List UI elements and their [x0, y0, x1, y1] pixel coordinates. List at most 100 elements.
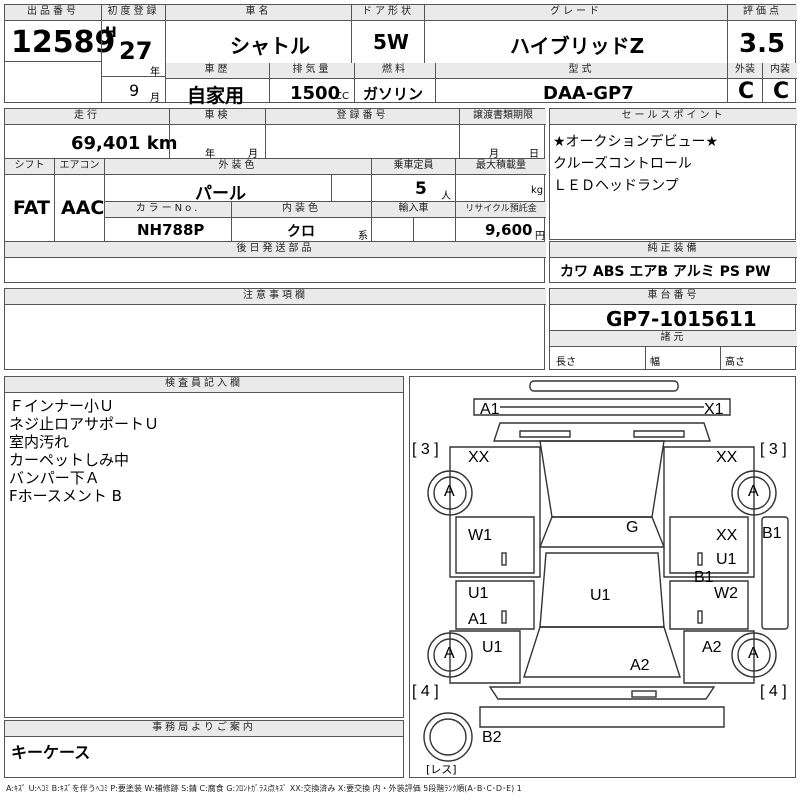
load-label: 最大積載量 [456, 159, 546, 175]
recycle-label: リサイクル預託金 [456, 202, 546, 218]
car-outline [423, 380, 789, 762]
chassis-label: 車台番号 [550, 289, 797, 305]
mark-q3-left: [ 3 ] [412, 441, 439, 458]
cc-label: 排気量 [270, 63, 354, 79]
inspection-label: 車検 [170, 109, 265, 125]
sales-line: ★オークションデビュー★ [553, 134, 719, 150]
seats-unit: 人 [441, 191, 451, 202]
seats-label: 乗車定員 [372, 159, 455, 175]
inspector-label: 検査員記入欄 [5, 377, 403, 393]
inspector-notes: 検査員記入欄 Ｆインナー小Ｕ ネジ止ロアサポートＵ 室内汚れ カーペットしみ中 … [4, 376, 404, 718]
shift: FAT [13, 197, 50, 219]
ext-color: パール [195, 184, 246, 204]
mark-a-rear-left: A [444, 645, 455, 662]
mark-q3-right: [ 3 ] [760, 441, 787, 458]
mark-xx-right-door: XX [716, 527, 738, 544]
mark-a-rear-right: A [748, 645, 759, 662]
damage-diagram: A1 X1 [ 3 ] [ 3 ] XX XX A A W1 G XX B1 U… [409, 376, 796, 778]
month-unit: 月 [150, 93, 160, 104]
chassis: 車台番号 GP7-1015611 諸元 長さ 幅 高さ [549, 288, 797, 370]
inspector-line: Ｆインナー小Ｕ [9, 397, 115, 415]
mark-a1-top: A1 [480, 401, 500, 418]
header-row: 出品番号 12589 初度登録 H 27 年 9 月 車名 シャトル ドア形状 … [4, 4, 797, 107]
mark-w1: W1 [468, 527, 492, 544]
notes-label: 注意事項欄 [5, 289, 546, 305]
reg-month: 9 [129, 81, 140, 100]
name-label: 車名 [166, 5, 351, 21]
mileage: 69,401 km [71, 133, 178, 154]
mark-b2: B2 [482, 729, 502, 746]
cc-unit: CC [335, 91, 349, 102]
inspection-month-unit: 月 [248, 149, 258, 160]
mark-w2: W2 [714, 585, 738, 602]
mark-a2-right: A2 [702, 639, 722, 656]
color-no-label: カラーNo. [105, 202, 231, 218]
int-grade: C [773, 79, 790, 104]
mark-a-front-left: A [444, 483, 455, 500]
mark-u1-right-door: U1 [716, 551, 737, 568]
transfer-day: 日 [529, 149, 539, 160]
displacement: 1500 [290, 83, 341, 104]
fuel: ガソリン [363, 85, 424, 103]
door-label: ドア形状 [352, 5, 424, 21]
sales-line: クルーズコントロール [553, 156, 692, 172]
lot-number: 12589 [11, 25, 116, 60]
office-text: キーケース [11, 743, 91, 762]
chassis-number: GP7-1015611 [606, 307, 757, 331]
mark-u1-center: U1 [590, 587, 611, 604]
recycle-unit: 円 [535, 231, 545, 242]
int-color-label: 内装色 [232, 202, 371, 218]
grade-label: グレード [425, 5, 727, 21]
transfer-month: 月 [489, 149, 499, 160]
vehicle-info: 走行 69,401 km 車検 年 月 登録番号 譲渡書類期限 月 日 シフト … [4, 108, 546, 283]
plate-label: 登録番号 [266, 109, 459, 125]
ext-grade: C [738, 79, 755, 104]
mark-x1-top: X1 [704, 401, 724, 418]
mark-xx-right: XX [716, 449, 738, 466]
ext-label: 外装 [728, 63, 762, 79]
spec-width: 幅 [650, 357, 660, 368]
mark-a1-left: A1 [468, 611, 488, 628]
spec-length: 長さ [556, 357, 576, 368]
equipment-label: 純正装備 [550, 242, 797, 258]
grade: ハイブリッドZ [510, 34, 645, 58]
inspector-line: Fホースメント B [9, 487, 122, 505]
mark-q4-left: [ 4 ] [412, 683, 439, 700]
inspector-line: バンパー下Ａ [9, 469, 100, 487]
later-parts-label: 後日発送部品 [5, 242, 546, 258]
lot-label: 出品番号 [5, 5, 101, 21]
recycle-fee: 9,600 [485, 221, 533, 239]
reg-year: 27 [119, 37, 153, 65]
transfer-label: 譲渡書類期限 [460, 109, 546, 125]
office-notice: 事務局よりご案内 キーケース [4, 720, 404, 778]
mark-b1-right: B1 [762, 525, 782, 542]
mark-a-front-right: A [748, 483, 759, 500]
inspection-year-unit: 年 [205, 149, 215, 160]
spec-label: 諸元 [550, 331, 797, 347]
office-label: 事務局よりご案内 [5, 721, 403, 737]
mark-xx-left: XX [468, 449, 490, 466]
car-name: シャトル [230, 34, 310, 58]
inspector-line: カーペットしみ中 [9, 451, 130, 469]
damage-legend: A:ｷｽﾞ U:ﾍｺﾐ B:ｷｽﾞを伴うﾍｺﾐ P:要塗装 W:補修跡 S:錆 … [6, 784, 522, 793]
equipment-items: カワ ABS エアB アルミ PS PW [560, 264, 771, 280]
mileage-label: 走行 [5, 109, 169, 125]
air-conditioner: AAC [61, 197, 105, 219]
mark-q4-right: [ 4 ] [760, 683, 787, 700]
mark-a2-center: A2 [630, 657, 650, 674]
color-number: NH788P [137, 221, 205, 239]
inspector-line: 室内汚れ [9, 433, 70, 451]
model-code: DAA-GP7 [543, 83, 634, 104]
door-type: 5W [373, 30, 409, 54]
sales-line: ＬＥＤヘッドランプ [553, 178, 679, 194]
history: 自家用 [187, 85, 245, 107]
mark-g: G [626, 519, 639, 536]
equipment: 純正装備 カワ ABS エアB アルミ PS PW [549, 241, 797, 283]
spec-height: 高さ [725, 357, 745, 368]
ext-color-label: 外装色 [105, 159, 371, 175]
mark-b1-mid: B1 [694, 569, 714, 586]
era: H [105, 25, 117, 41]
first-reg-label: 初度登録 [102, 5, 165, 21]
int-color: クロ [287, 224, 315, 240]
int-color-unit: 系 [358, 231, 368, 242]
